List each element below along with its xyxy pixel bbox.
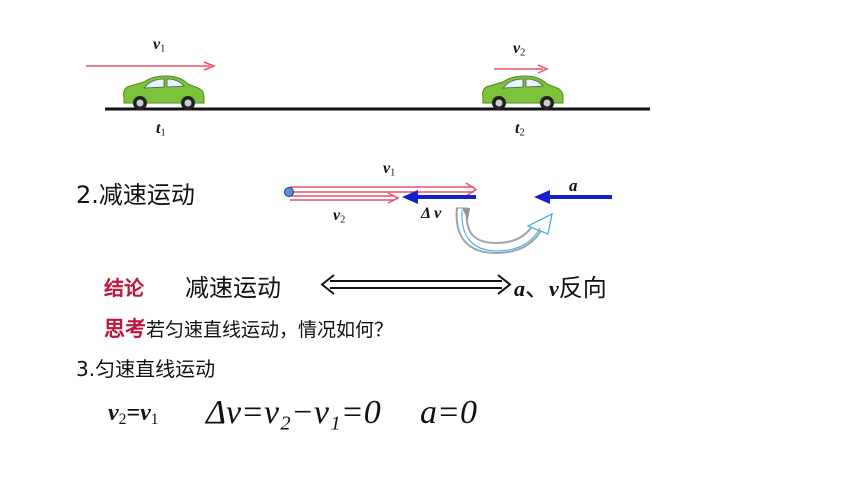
v2-vector-label: v2	[333, 207, 346, 226]
opposite-text: 反向	[558, 274, 607, 302]
car-2-icon	[482, 75, 564, 110]
car2-velocity-label: v2	[513, 40, 526, 59]
v1-vector-arrow	[290, 182, 478, 197]
separator: 、	[525, 274, 549, 302]
v1-arrow	[86, 61, 217, 71]
think-question: 若匀速直线运动，情况如何？	[146, 319, 394, 341]
equation-v2-equals-v1: v2=v1	[108, 400, 159, 428]
acceleration-arrow	[534, 190, 612, 204]
section3-title: 3.匀速直线运动	[76, 357, 216, 381]
equation-delta-v-zero: Δv=v₂−v₁=0	[206, 394, 381, 431]
v2-vector-arrow	[290, 192, 400, 204]
v2-arrow	[494, 64, 549, 74]
a-symbol: a	[514, 276, 525, 301]
conclusion-right-text: a、v反向	[514, 268, 607, 303]
section2-title: 2.减速运动	[76, 181, 195, 209]
v1-vector-label: v1	[383, 160, 396, 179]
car1-velocity-label: v1	[153, 36, 166, 55]
curved-translation-arrow	[455, 207, 553, 255]
car1-time-label: t1	[156, 120, 166, 139]
conclusion-tag: 结论	[104, 276, 144, 300]
acceleration-label: a	[569, 176, 578, 195]
conclusion-left-text: 减速运动	[185, 274, 281, 302]
car-1-icon	[123, 75, 205, 110]
top-diagram	[86, 61, 650, 111]
equation-a-zero: a=0	[420, 394, 477, 431]
think-tag: 思考	[104, 317, 146, 341]
delta-v-label: Δ v	[421, 205, 442, 222]
deceleration-vector-diagram	[284, 182, 612, 255]
double-implication-arrow	[320, 274, 512, 295]
delta-v-arrow	[402, 190, 476, 204]
origin-dot	[284, 187, 294, 197]
v-symbol: v	[549, 276, 559, 301]
think-row: 思考若匀速直线运动，情况如何？	[104, 313, 393, 343]
car2-time-label: t2	[515, 120, 525, 139]
